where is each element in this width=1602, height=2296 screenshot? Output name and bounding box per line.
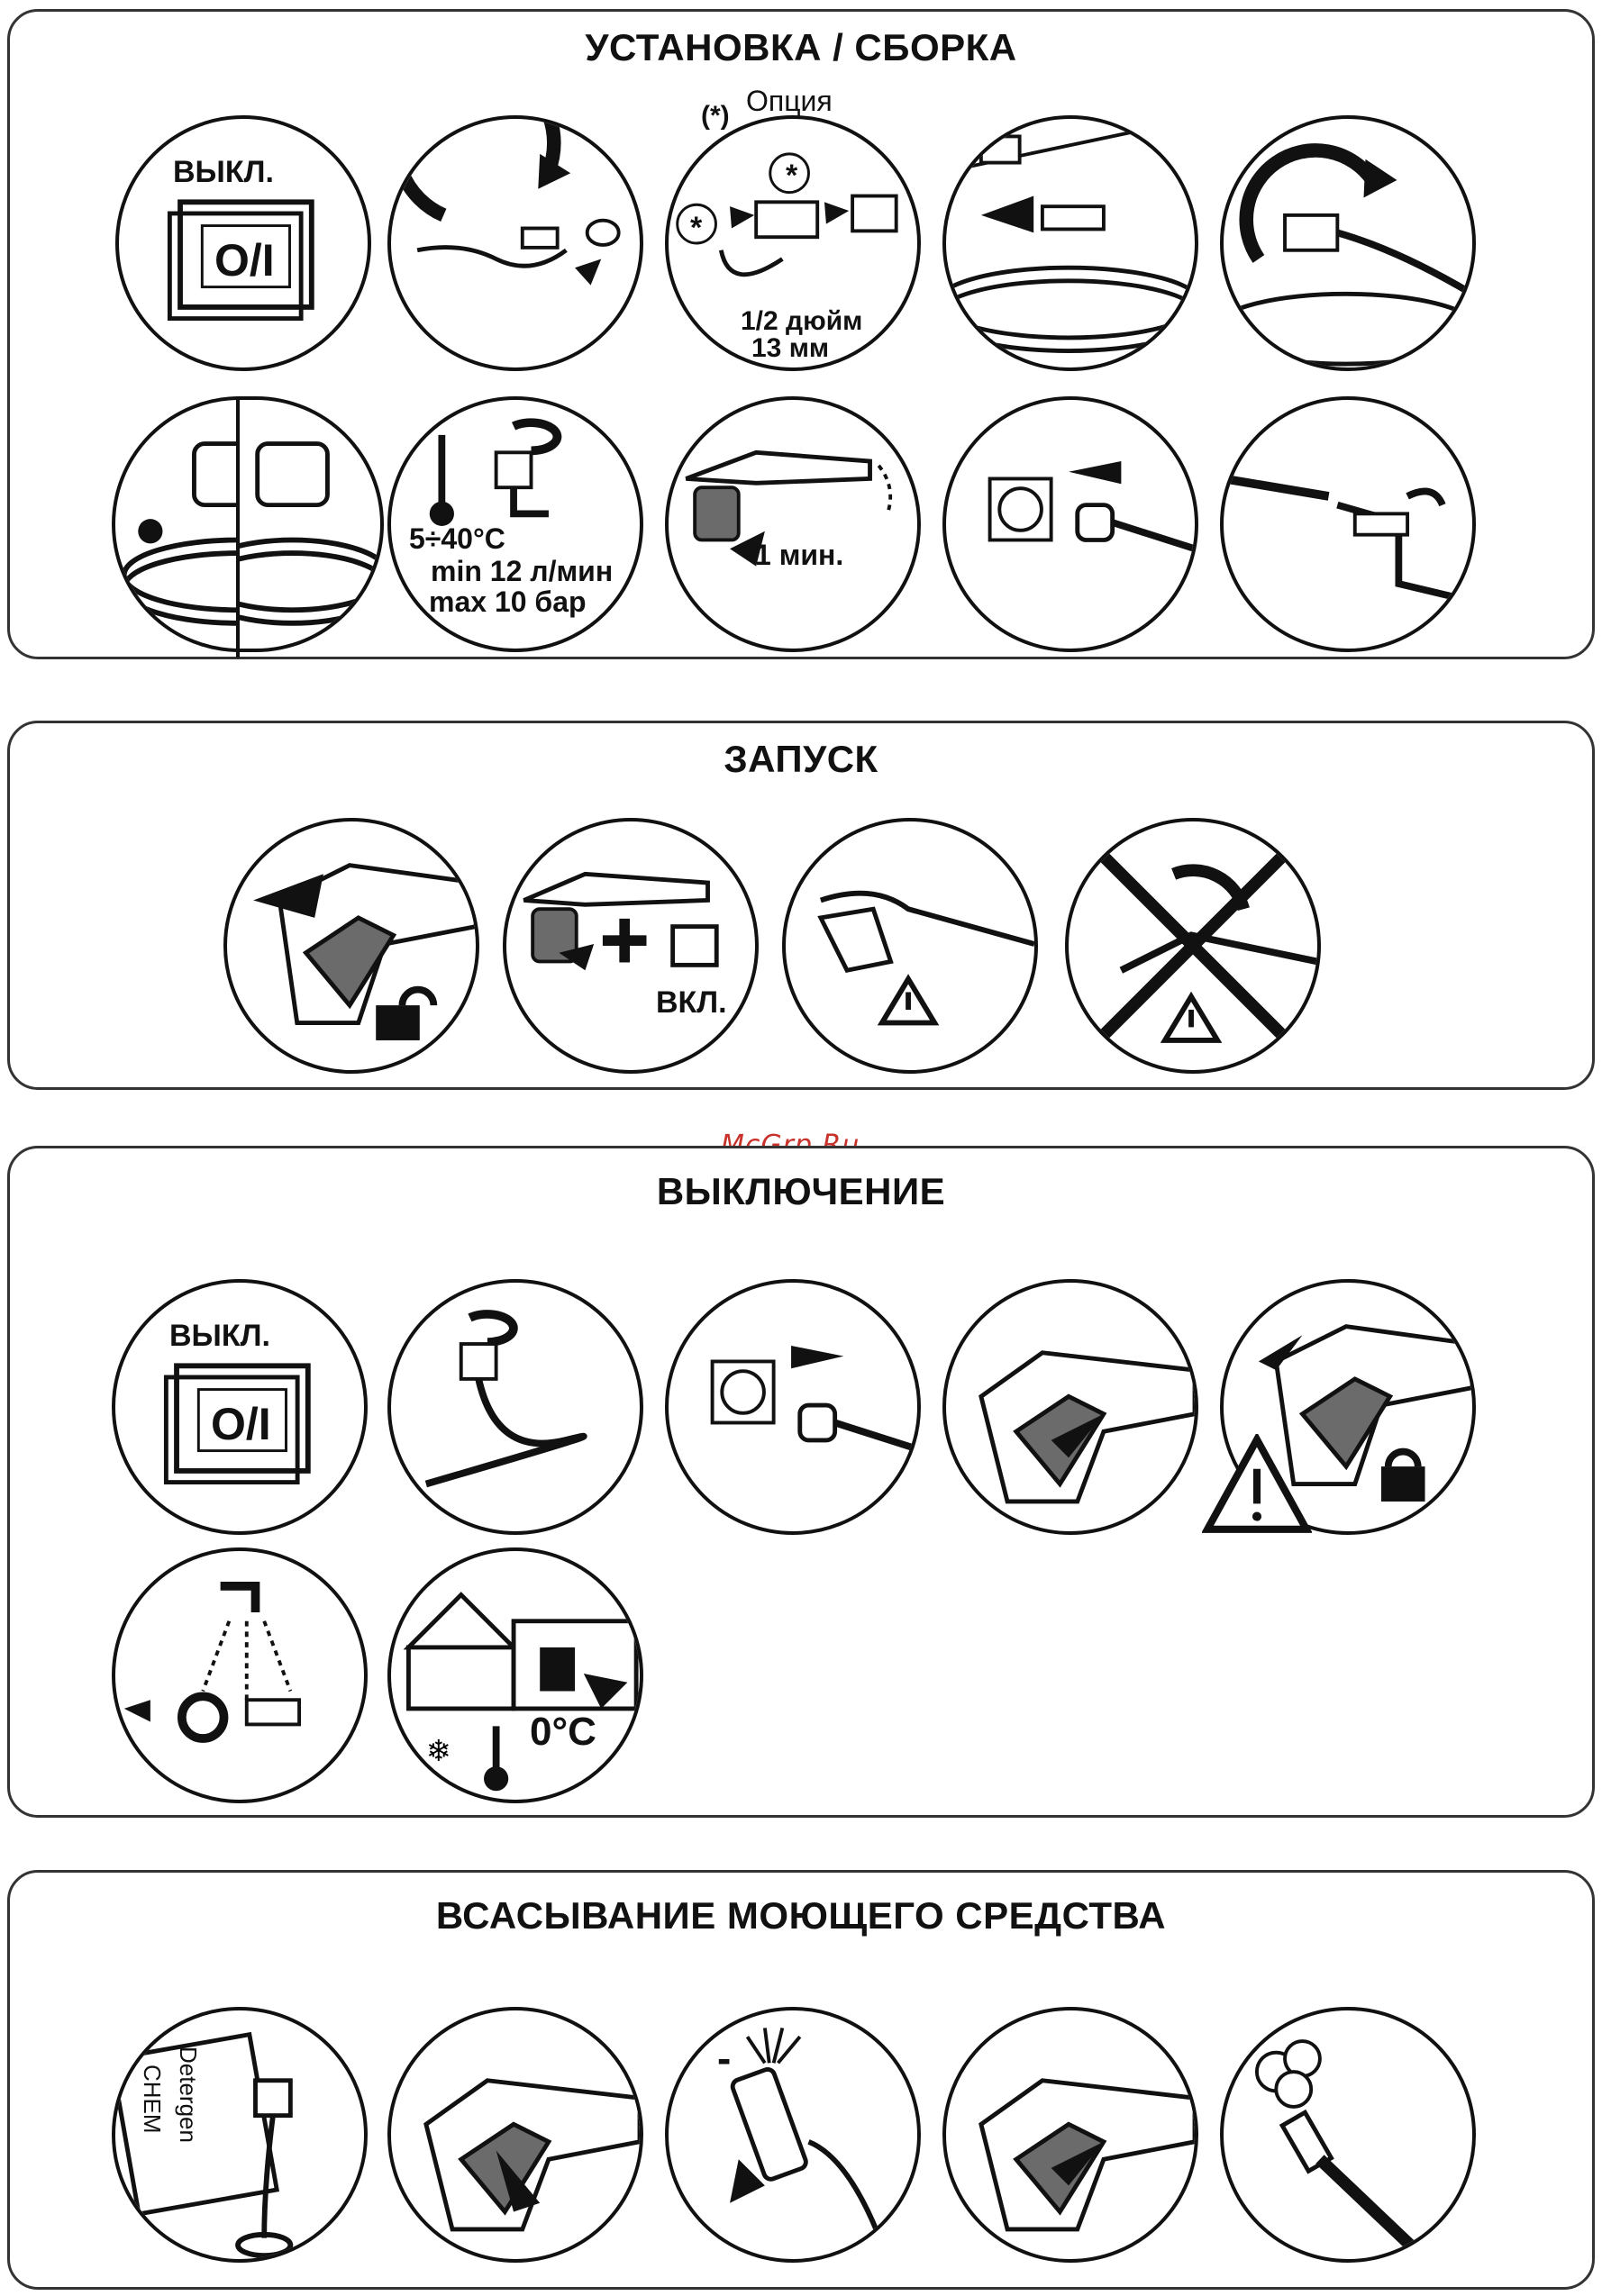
switch-symbol: O/I — [214, 234, 275, 286]
step-unlock-trigger — [223, 818, 479, 1074]
option-marker: (*) — [701, 101, 730, 132]
label-on: ВКЛ. — [656, 985, 727, 1021]
lance-icon — [1224, 400, 1472, 649]
warning-icon — [786, 821, 1034, 1070]
hose-size-mm: 13 мм — [751, 333, 829, 364]
label-off: ВЫКЛ. — [169, 1319, 270, 1354]
step-drain-rinse — [112, 1547, 368, 1803]
can-label-1: Detergen — [174, 2046, 202, 2143]
trigger-icon — [946, 2010, 1195, 2259]
can-label-2: CHEM — [138, 2065, 166, 2134]
star-2: * — [786, 159, 797, 194]
step-tighten-connector — [1220, 115, 1476, 371]
step-lance-assembly — [1220, 396, 1476, 652]
one-minute: 1 мин. — [755, 539, 843, 572]
switch-symbol: O/I — [211, 1398, 271, 1450]
socket-plug-icon — [669, 1283, 917, 1531]
max-pressure: max 10 бар — [429, 585, 587, 619]
step-plug-in — [942, 396, 1198, 652]
warning-icon — [1202, 1434, 1312, 1535]
trigger-icon — [391, 2010, 640, 2259]
step-switch-off: ВЫКЛ. O/I — [115, 115, 371, 371]
warning-icon — [1069, 821, 1317, 1070]
section-title-shutdown: ВЫКЛЮЧЕНИЕ — [10, 1170, 1592, 1213]
connector-icon — [391, 119, 640, 368]
tighten-icon — [1224, 119, 1472, 368]
step-low-pressure-nozzle: - — [665, 2007, 921, 2263]
step-select-detergent — [387, 2007, 643, 2263]
minus-sign: - — [717, 2034, 731, 2083]
step-hose-storage-b — [240, 396, 384, 652]
step-press-trigger-on: ВКЛ. — [503, 818, 759, 1074]
step-foam-spray — [1220, 2007, 1476, 2263]
trigger-icon — [946, 1283, 1195, 1531]
spray-gun-icon — [669, 400, 917, 649]
section-title-detergent: ВСАСЫВАНИЕ МОЮЩЕГО СРЕДСТВА — [10, 1894, 1592, 1938]
step-switch-off-2: ВЫКЛ. O/I — [112, 1279, 368, 1535]
detergent-can-icon — [115, 2010, 364, 2259]
step-press-trigger-detergent — [942, 2007, 1198, 2263]
step-operate-warning — [782, 818, 1038, 1074]
trigger-switch-icon — [506, 821, 755, 1070]
section-title-start: ЗАПУСК — [10, 738, 1592, 781]
step-store-frost-free: ❄ 0°C — [387, 1547, 643, 1803]
star-1: * — [690, 211, 702, 246]
step-option-coupling: * * 1/2 дюйм 13 мм — [665, 115, 921, 371]
step-close-tap — [387, 1279, 643, 1535]
section-title-install: УСТАНОВКА / СБОРКА — [10, 26, 1592, 69]
option-label: Опция — [746, 85, 833, 118]
nozzle-icon — [669, 2010, 917, 2259]
hose-connect-icon — [946, 119, 1195, 368]
step-kickback-warning — [1065, 818, 1321, 1074]
house-icon: ❄ — [391, 1551, 640, 1800]
hose-reel-icon — [240, 400, 380, 649]
step-water-supply: 5÷40°C min 12 л/мин max 10 бар — [387, 396, 643, 652]
tap-icon — [391, 1283, 640, 1531]
hose-size-inch: 1/2 дюйм — [741, 306, 862, 337]
rinse-icon — [115, 1551, 364, 1800]
temp-range: 5÷40°C — [409, 522, 505, 556]
step-unplug — [665, 1279, 921, 1535]
zero-celsius: 0°C — [530, 1710, 596, 1755]
label-off: ВЫКЛ. — [173, 155, 274, 190]
socket-plug-icon — [946, 400, 1195, 649]
step-flush-1min: 1 мин. — [665, 396, 921, 652]
min-flow: min 12 л/мин — [431, 555, 613, 588]
unlock-icon — [227, 821, 476, 1070]
snowflake-icon: ❄ — [426, 1733, 451, 1768]
step-release-pressure — [942, 1279, 1198, 1535]
step-fill-detergent: Detergen CHEM — [112, 2007, 368, 2263]
step-connect-hose — [942, 115, 1198, 371]
foam-icon — [1224, 2010, 1472, 2259]
step-attach-connector — [387, 115, 643, 371]
